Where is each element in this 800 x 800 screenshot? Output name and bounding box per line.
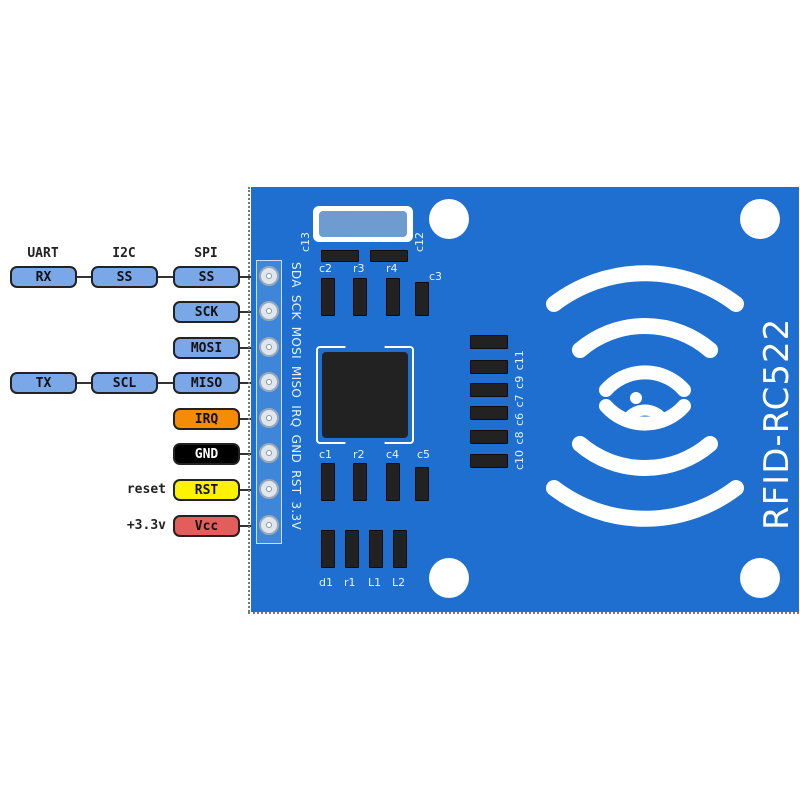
board-edge (248, 612, 799, 615)
pin-sda (259, 266, 279, 286)
vcc-side-label: +3.3v (126, 518, 166, 533)
component-c12 (370, 250, 408, 262)
spi-header: SPI (194, 246, 218, 261)
label-r4: r4 (386, 262, 398, 275)
label-c13: c13 (299, 231, 312, 252)
gnd-pill: GND (173, 443, 240, 465)
component-c3 (415, 282, 429, 316)
label-L1: L1 (368, 576, 382, 589)
component-d1 (321, 530, 335, 568)
label-c1: c1 (319, 448, 333, 461)
connector-line (76, 276, 92, 278)
board-pin-names: SDA SCK MOSI MISO IRQ GND RST 3.3V (289, 262, 303, 530)
component-r1 (345, 530, 359, 568)
i2c-ss-pill: SS (91, 266, 158, 288)
i2c-header: I2C (112, 246, 136, 261)
component-c1 (321, 463, 335, 501)
component-c13 (321, 250, 359, 262)
component-r4 (386, 278, 400, 316)
pin-sck (259, 301, 279, 321)
component-c5 (415, 467, 429, 501)
connector-line (76, 382, 92, 384)
irq-pill: IRQ (173, 408, 240, 430)
pin-gnd (259, 443, 279, 463)
label-c3: c3 (429, 270, 443, 283)
component-L2 (393, 530, 407, 568)
label-d1: d1 (319, 576, 333, 589)
label-c2: c2 (319, 262, 333, 275)
spi-mosi-pill: MOSI (173, 337, 240, 359)
reset-label: reset (126, 482, 166, 497)
connector-line (157, 276, 173, 278)
connector-line (240, 276, 260, 278)
component-c4 (386, 463, 400, 501)
label-c5: c5 (417, 448, 431, 461)
pin-mosi (259, 337, 279, 357)
spi-miso-pill: MISO (173, 372, 240, 394)
label-r2: r2 (353, 448, 365, 461)
pin-miso (259, 372, 279, 392)
mounting-hole (740, 199, 780, 239)
antenna-icon (546, 265, 744, 527)
label-L2: L2 (392, 576, 406, 589)
board-edge (248, 187, 251, 612)
spi-ss-pill: SS (173, 266, 240, 288)
mounting-hole (740, 558, 780, 598)
connector-line (240, 347, 260, 349)
uart-header: UART (27, 246, 59, 261)
label-c4: c4 (386, 448, 400, 461)
component-r3 (353, 278, 367, 316)
component-c2 (321, 278, 335, 316)
component-c6 (470, 406, 508, 420)
label-r1: r1 (344, 576, 356, 589)
i2c-scl-pill: SCL (91, 372, 158, 394)
connector-line (157, 382, 173, 384)
connector-line (240, 453, 260, 455)
connector-line (240, 525, 260, 527)
component-c10 (470, 454, 508, 468)
label-r3: r3 (353, 262, 365, 275)
spi-sck-pill: SCK (173, 301, 240, 323)
component-L1 (369, 530, 383, 568)
rst-pill: RST (173, 479, 240, 501)
component-c8 (470, 430, 508, 444)
connector-line (240, 311, 260, 313)
connector-line (240, 418, 260, 420)
mounting-hole (429, 558, 469, 598)
cap-column-labels: c10 c8 c6 c7 c9 c11 (513, 350, 526, 470)
vcc-pill: Vcc (173, 515, 240, 537)
component-c7 (470, 383, 508, 397)
crystal-body (319, 211, 407, 237)
uart-tx-pill: TX (10, 372, 77, 394)
component-r2 (353, 463, 367, 501)
label-c12: c12 (413, 231, 426, 252)
pin-rst (259, 479, 279, 499)
pin-irq (259, 408, 279, 428)
connector-line (240, 489, 260, 491)
module-title: RFID-RC522 (757, 317, 797, 530)
component-c11 (470, 335, 508, 349)
connector-line (240, 382, 260, 384)
uart-rx-pill: RX (10, 266, 77, 288)
pin-3v3 (259, 515, 279, 535)
mfrc522-chip (322, 352, 408, 438)
chip-outline (316, 346, 414, 444)
component-c9 (470, 360, 508, 374)
mounting-hole (429, 199, 469, 239)
